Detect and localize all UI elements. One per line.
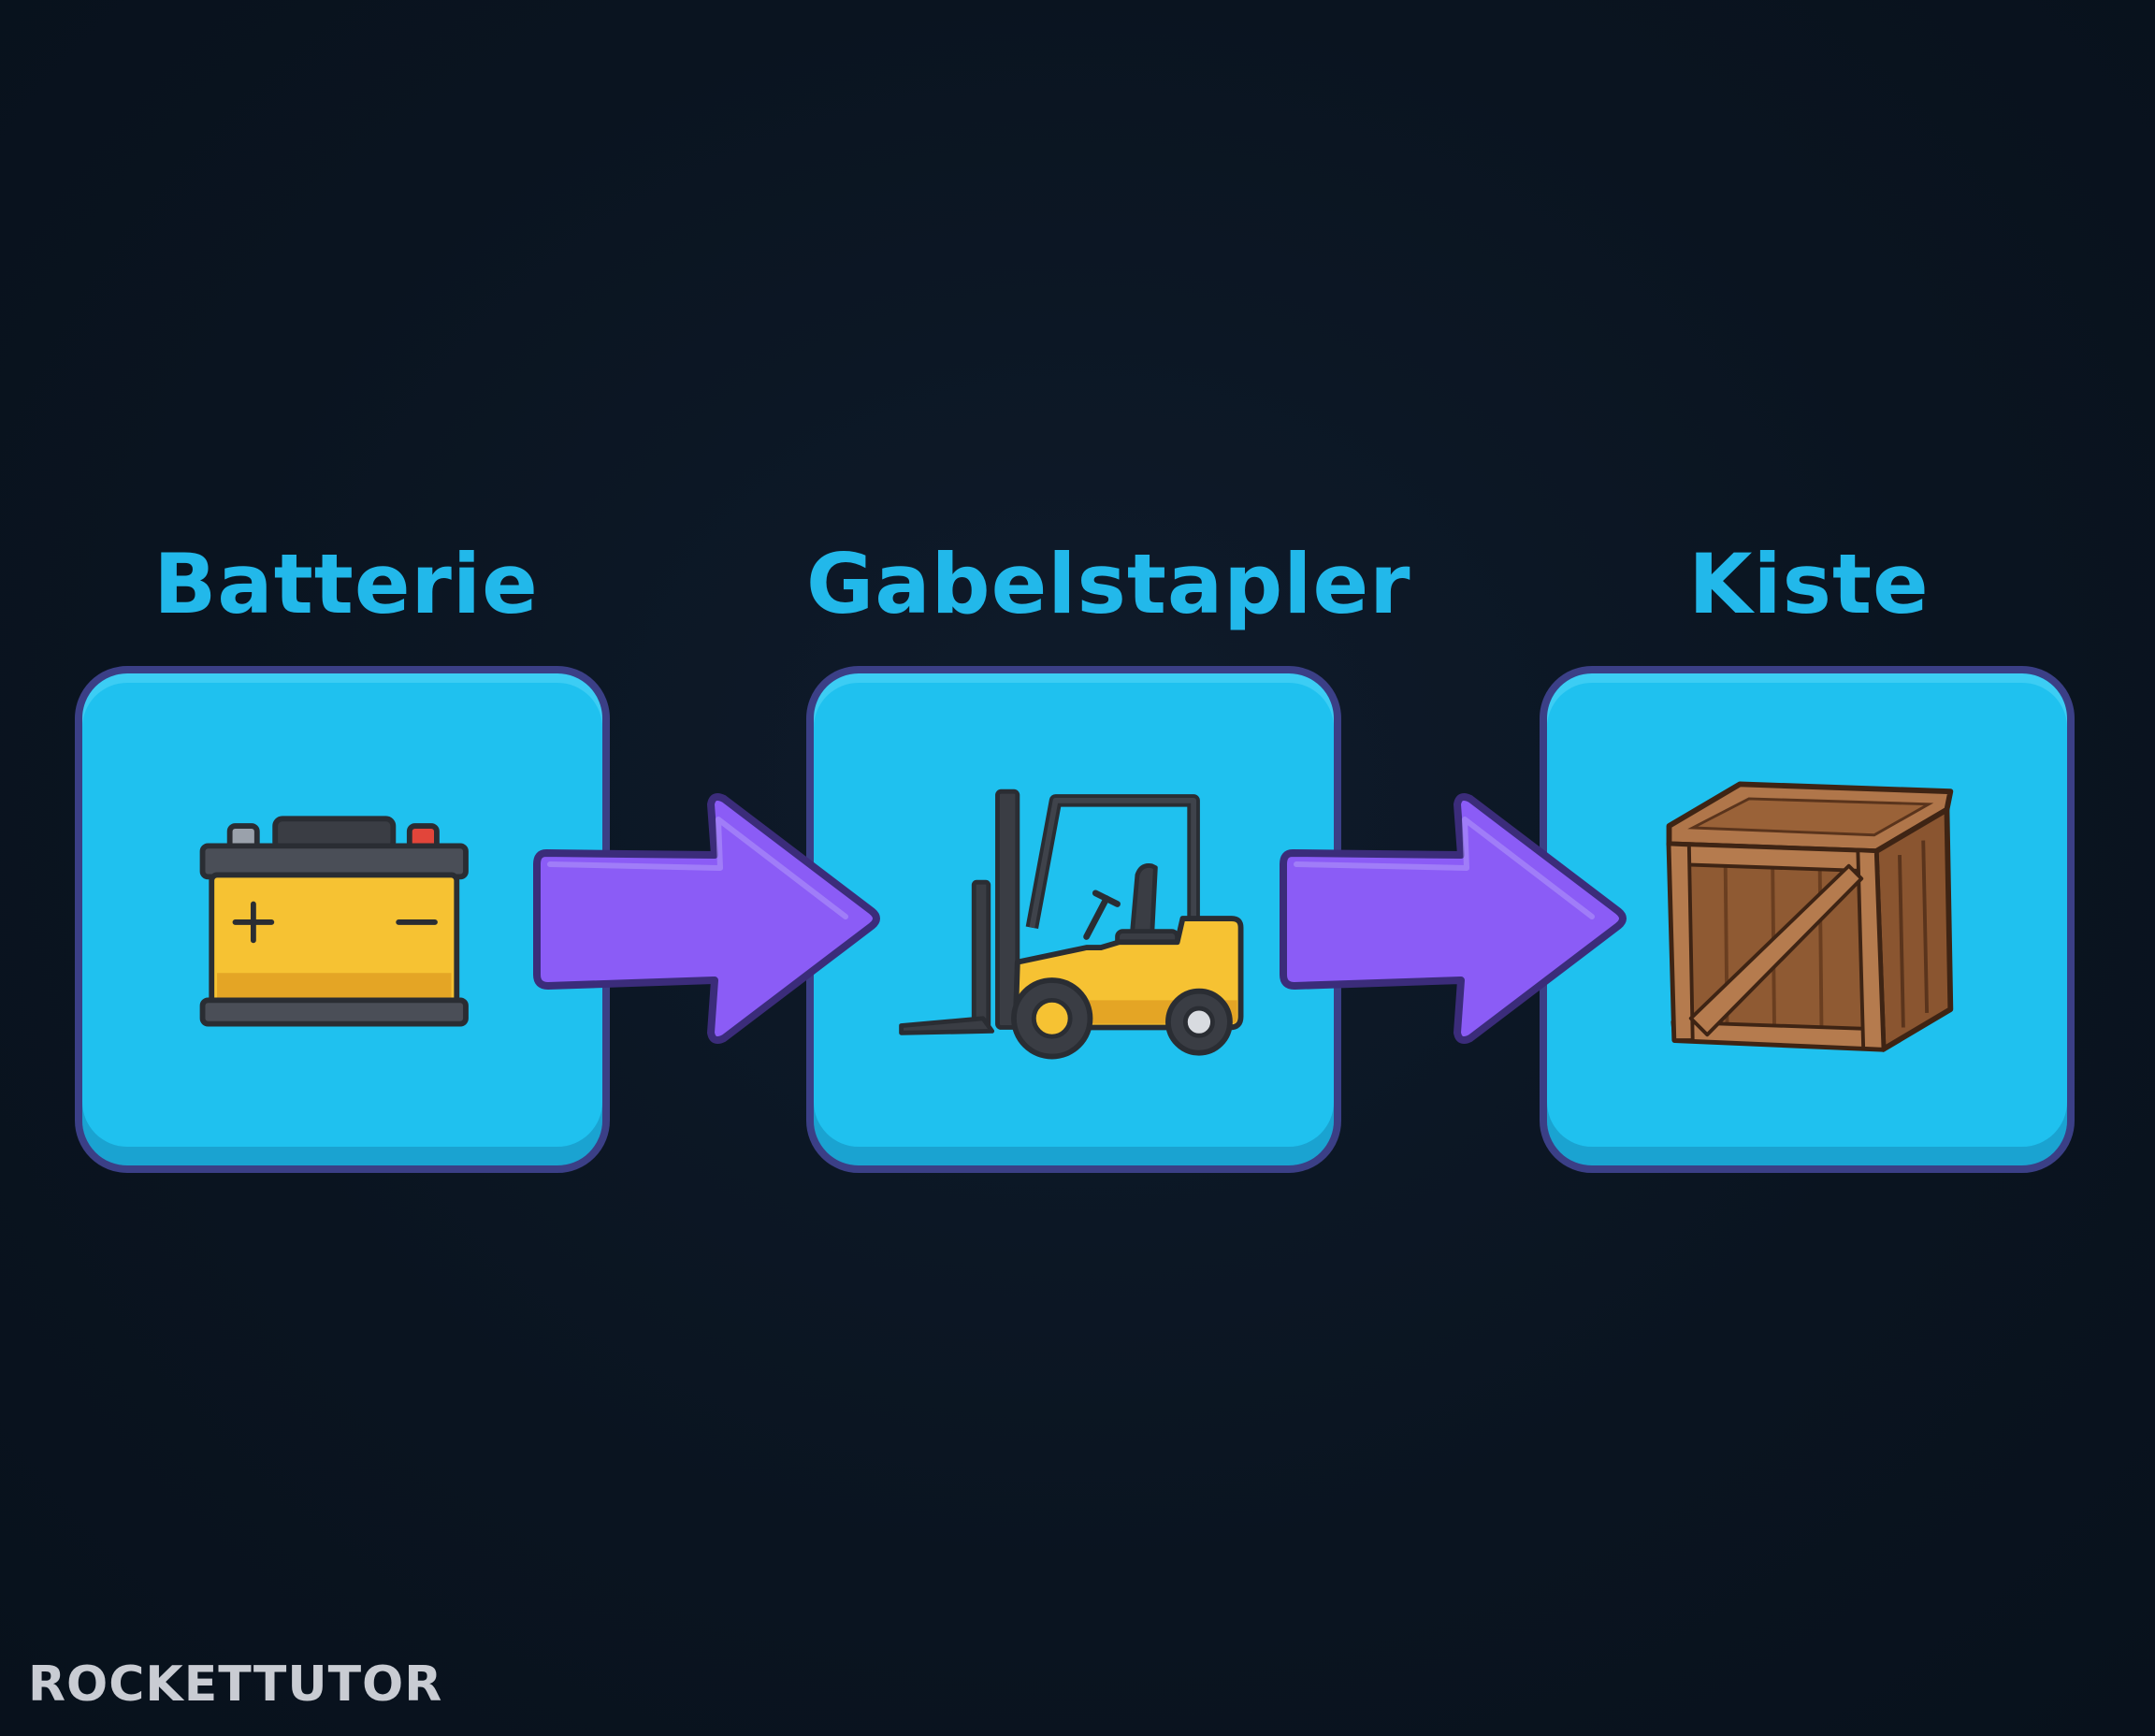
wooden-crate-icon [1666,781,1954,1052]
node-card-batterie [75,666,610,1173]
forklift-icon [899,788,1244,1060]
node-label-gabelstapler: Gabelstapler [806,536,1411,632]
battery-icon [199,816,469,1027]
node-card-gabelstapler [806,666,1341,1173]
node-card-kiste [1540,666,2075,1173]
arrow-batterie-to-gabelstapler [533,793,880,1044]
arrow-gabelstapler-to-kiste [1280,793,1627,1044]
rockettutor-logo: ROCKETTUTOR [28,1656,443,1713]
node-label-batterie: Batterie [153,536,539,632]
node-label-kiste: Kiste [1688,536,1930,632]
